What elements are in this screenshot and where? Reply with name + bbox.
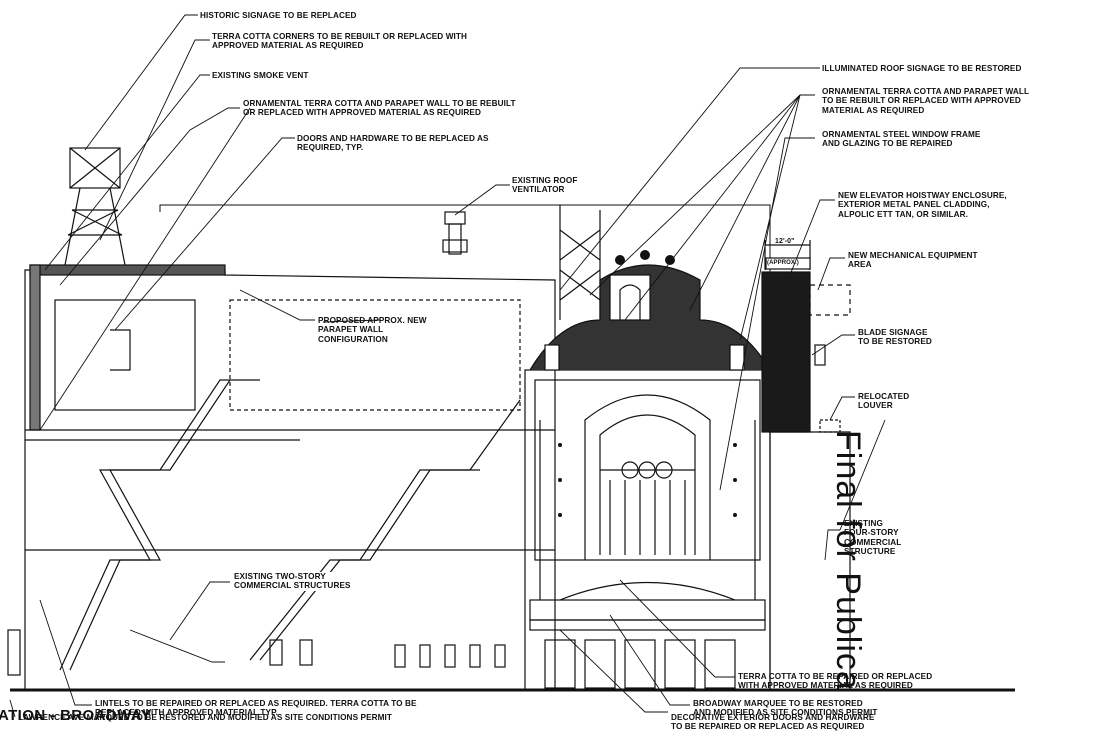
note-historic-signage: HISTORIC SIGNAGE TO BE REPLACED (200, 11, 357, 20)
elevator-hoistway (761, 271, 811, 433)
note-ornamental-parapet-left: ORNAMENTAL TERRA COTTA AND PARAPET WALL … (243, 99, 516, 118)
note-blade-signage: BLADE SIGNAGE TO BE RESTORED (858, 328, 932, 347)
note-terra-cotta-corners: TERRA COTTA CORNERS TO BE REBUILT OR REP… (212, 32, 468, 51)
note-illuminated-roof-signage: ILLUMINATED ROOF SIGNAGE TO BE RESTORED (822, 64, 1022, 73)
drawing-title: ATION - BROADWAY (0, 707, 152, 724)
lawrence-marquee (7, 629, 21, 676)
note-proposed-parapet: PROPOSED APPROX. NEW PARAPET WALL CONFIG… (318, 316, 427, 344)
watermark-text: Final for Publica (829, 430, 868, 691)
note-lintels: LINTELS TO BE REPAIRED OR REPLACED AS RE… (95, 699, 417, 718)
note-roof-ventilator: EXISTING ROOF VENTILATOR (512, 176, 578, 195)
note-elevator-hoistway: NEW ELEVATOR HOISTWAY ENCLOSURE, EXTERIO… (838, 191, 1007, 219)
note-mechanical-area: NEW MECHANICAL EQUIPMENT AREA (848, 251, 978, 270)
note-four-story: EXISTING FOUR-STORY COMMERCIAL STRUCTURE (844, 519, 902, 557)
note-steel-window-frame: ORNAMENTAL STEEL WINDOW FRAME AND GLAZIN… (822, 130, 981, 149)
note-ornamental-parapet-right: ORNAMENTAL TERRA COTTA AND PARAPET WALL … (822, 87, 1030, 115)
note-doors-hardware: DOORS AND HARDWARE TO BE REPLACED AS REQ… (297, 134, 489, 153)
mechanical-area (809, 284, 851, 316)
note-two-story: EXISTING TWO-STORY COMMERCIAL STRUCTURES (234, 572, 351, 591)
note-lawrence-marquee: LAWRENCE AVE MARQUEE TO BE RESTORED AND … (18, 713, 393, 722)
roof-ventilator (442, 211, 468, 255)
note-broadway-marquee: BROADWAY MARQUEE TO BE RESTORED AND MODI… (693, 699, 878, 718)
note-decorative-doors: DECORATIVE EXTERIOR DOORS AND HARDWARE T… (671, 713, 875, 732)
dimension-tag: (APPROX.) (767, 260, 799, 266)
theater-facade (524, 264, 771, 691)
historic-signage-tower (64, 147, 126, 266)
note-relocated-louver: RELOCATED LOUVER (858, 392, 910, 411)
note-terra-cotta-repair: TERRA COTTA TO BE REPAIRED OR REPLACED W… (738, 672, 933, 691)
note-smoke-vent: EXISTING SMOKE VENT (212, 71, 309, 80)
left-building (24, 264, 556, 690)
dimension-label: 12'-0" (775, 238, 795, 245)
roof-sign-tower (559, 205, 601, 320)
